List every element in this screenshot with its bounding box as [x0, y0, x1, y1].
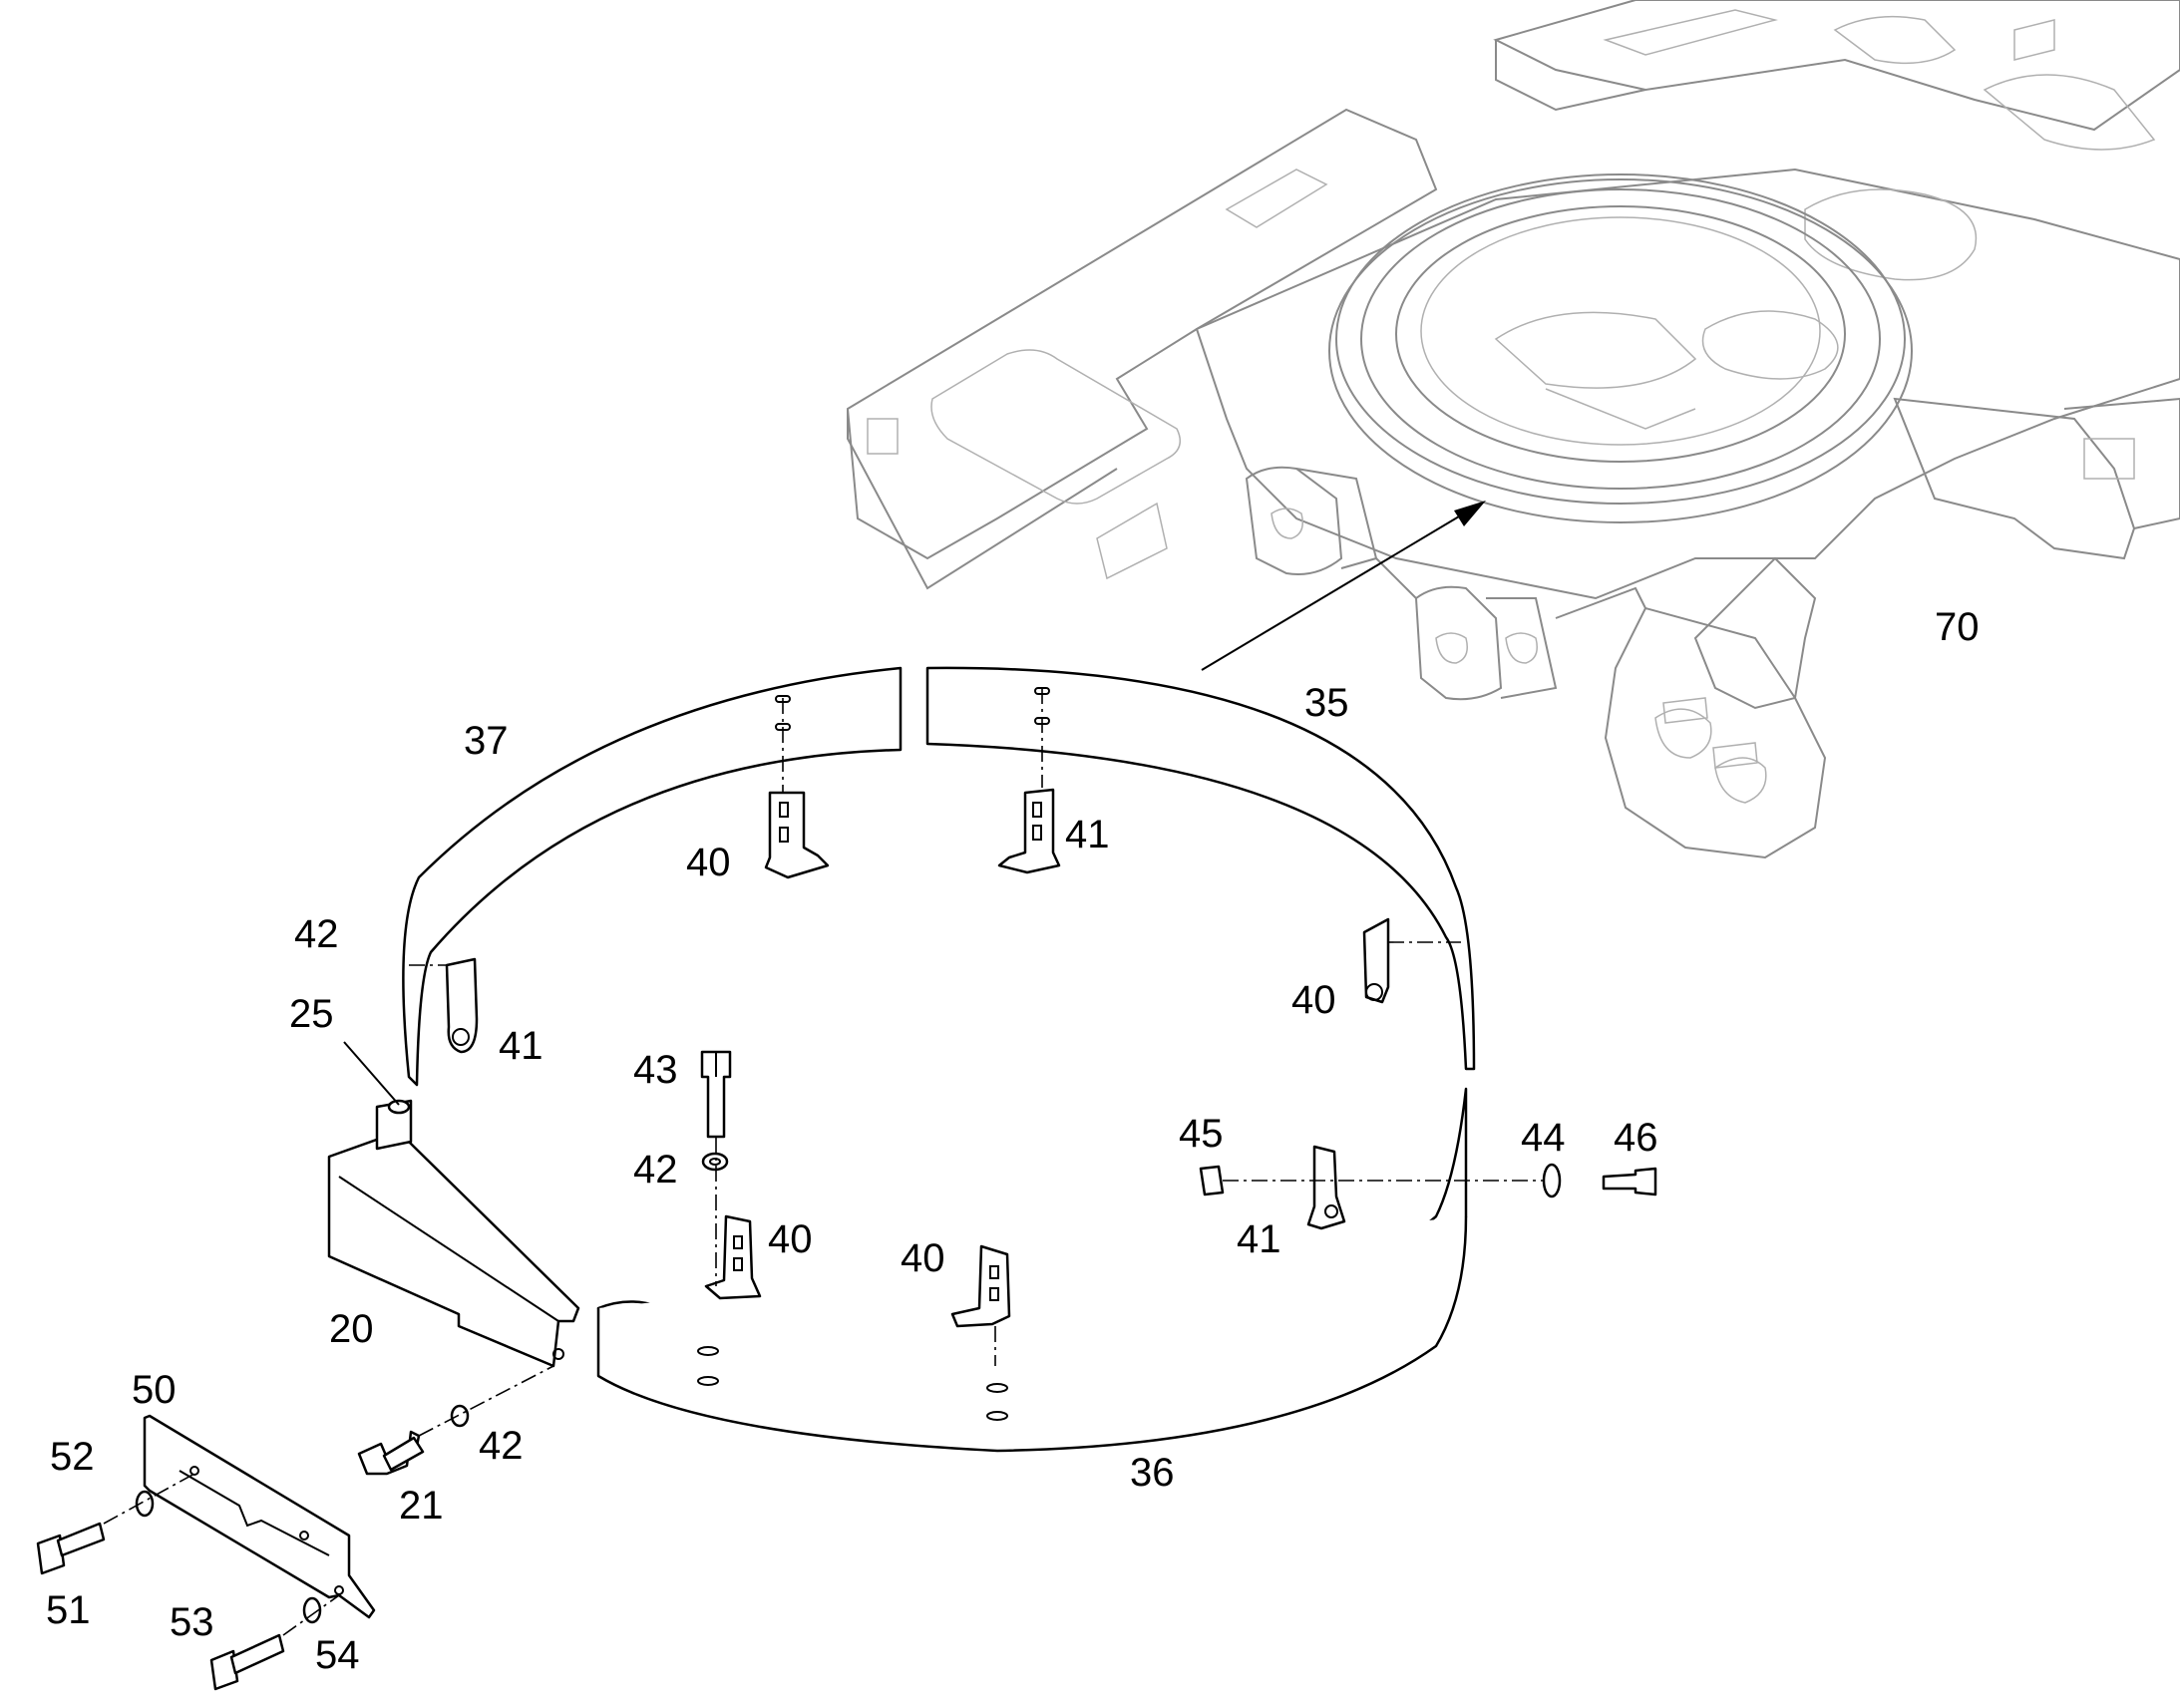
callout-45: 45	[1179, 1112, 1224, 1156]
callout-40-mid: 40	[768, 1217, 813, 1261]
bolt-46	[1602, 1167, 1657, 1196]
undercarriage-frame	[846, 0, 2180, 859]
bolt-53	[209, 1633, 285, 1691]
washer-42-low	[450, 1404, 470, 1428]
callout-25: 25	[289, 992, 334, 1036]
bolt-43	[700, 1050, 732, 1139]
callout-51: 51	[46, 1588, 91, 1632]
bracket-41-left	[409, 957, 479, 1054]
callout-53: 53	[170, 1600, 214, 1644]
callout-41-left: 41	[499, 1024, 544, 1068]
callout-42-low: 42	[479, 1424, 524, 1468]
bolt-21	[357, 1430, 425, 1476]
callout-50: 50	[132, 1368, 177, 1412]
washer-52	[135, 1490, 155, 1518]
callout-labels: 70 35 37 41 40 42 25 41 40 43 42 40 40 4…	[46, 605, 1980, 1677]
bolt-51	[36, 1522, 106, 1575]
callout-70: 70	[1935, 605, 1980, 649]
leader-arrow-35	[1201, 501, 1486, 671]
callout-43: 43	[633, 1048, 678, 1092]
washer-44	[1542, 1163, 1562, 1198]
callout-21: 21	[399, 1484, 444, 1528]
bracket-40-top	[764, 791, 830, 879]
callout-42-left: 42	[294, 912, 339, 956]
callout-54: 54	[315, 1633, 360, 1677]
bracket-40-bottom	[950, 1244, 1011, 1366]
cover-ring-segment-37	[402, 666, 903, 1087]
callout-41-top: 41	[1065, 813, 1110, 856]
callout-52: 52	[50, 1435, 95, 1479]
callout-20: 20	[329, 1307, 374, 1351]
callout-36: 36	[1130, 1451, 1175, 1495]
cover-ring-segment-35	[925, 666, 1476, 1071]
callout-42-mid: 42	[633, 1148, 678, 1192]
callout-40-right: 40	[1291, 978, 1336, 1022]
hinge-pin-25	[375, 1099, 413, 1151]
callout-41-right: 41	[1237, 1217, 1281, 1261]
nut-45	[1199, 1165, 1225, 1196]
callout-37: 37	[464, 719, 509, 763]
cover-ring-segment-36	[596, 1087, 1468, 1453]
bracket-41-top	[997, 788, 1061, 874]
bracket-40-mid	[704, 1214, 762, 1300]
washer-42-mid	[701, 1152, 729, 1172]
guard-plate-50	[143, 1414, 376, 1619]
callout-44: 44	[1521, 1116, 1566, 1160]
bracket-41-right	[1306, 1145, 1346, 1230]
callout-40-top: 40	[686, 841, 731, 884]
bracket-40-right	[1362, 917, 1461, 1004]
callout-35: 35	[1304, 681, 1349, 725]
callout-40-bottom: 40	[901, 1236, 945, 1280]
callout-46: 46	[1614, 1116, 1658, 1160]
washer-54	[302, 1596, 322, 1624]
